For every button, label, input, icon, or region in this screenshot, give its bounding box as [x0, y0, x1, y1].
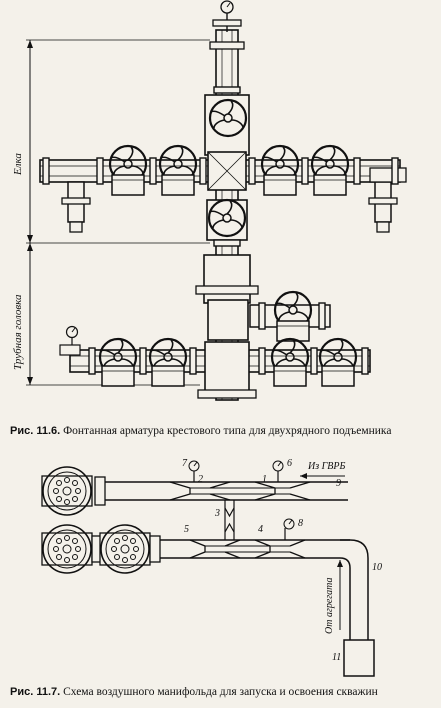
num-7: 7 — [182, 458, 187, 469]
caption-text-2: Схема воздушного манифольда для запуска … — [63, 686, 378, 698]
label-elka: Елка — [12, 153, 24, 175]
air-manifold-drawing — [41, 460, 375, 677]
num-8: 8 — [298, 518, 303, 529]
num-4: 4 — [258, 524, 263, 535]
num-11: 11 — [332, 652, 342, 663]
caption-number-2: Рис. 11.7. — [10, 686, 61, 698]
num-9: 9 — [336, 478, 341, 489]
num-10: 10 — [372, 562, 382, 573]
caption-fig-11-6: Рис. 11.6. Фонтанная арматура крестового… — [10, 425, 391, 437]
christmas-tree-drawing — [26, 0, 407, 401]
label-tubing-head: Трубная головка — [12, 294, 24, 370]
caption-number: Рис. 11.6. — [10, 425, 61, 437]
num-1: 1 — [262, 474, 267, 485]
inlet-label: Из ГВРБ — [308, 461, 346, 472]
num-2: 2 — [198, 474, 203, 485]
caption-fig-11-7: Рис. 11.7. Схема воздушного манифольда д… — [10, 686, 378, 698]
agg-label: От агрегата — [324, 577, 335, 634]
num-6: 6 — [287, 458, 292, 469]
num-5: 5 — [184, 524, 189, 535]
caption-text: Фонтанная арматура крестового типа для д… — [63, 425, 392, 437]
num-3: 3 — [215, 508, 220, 519]
